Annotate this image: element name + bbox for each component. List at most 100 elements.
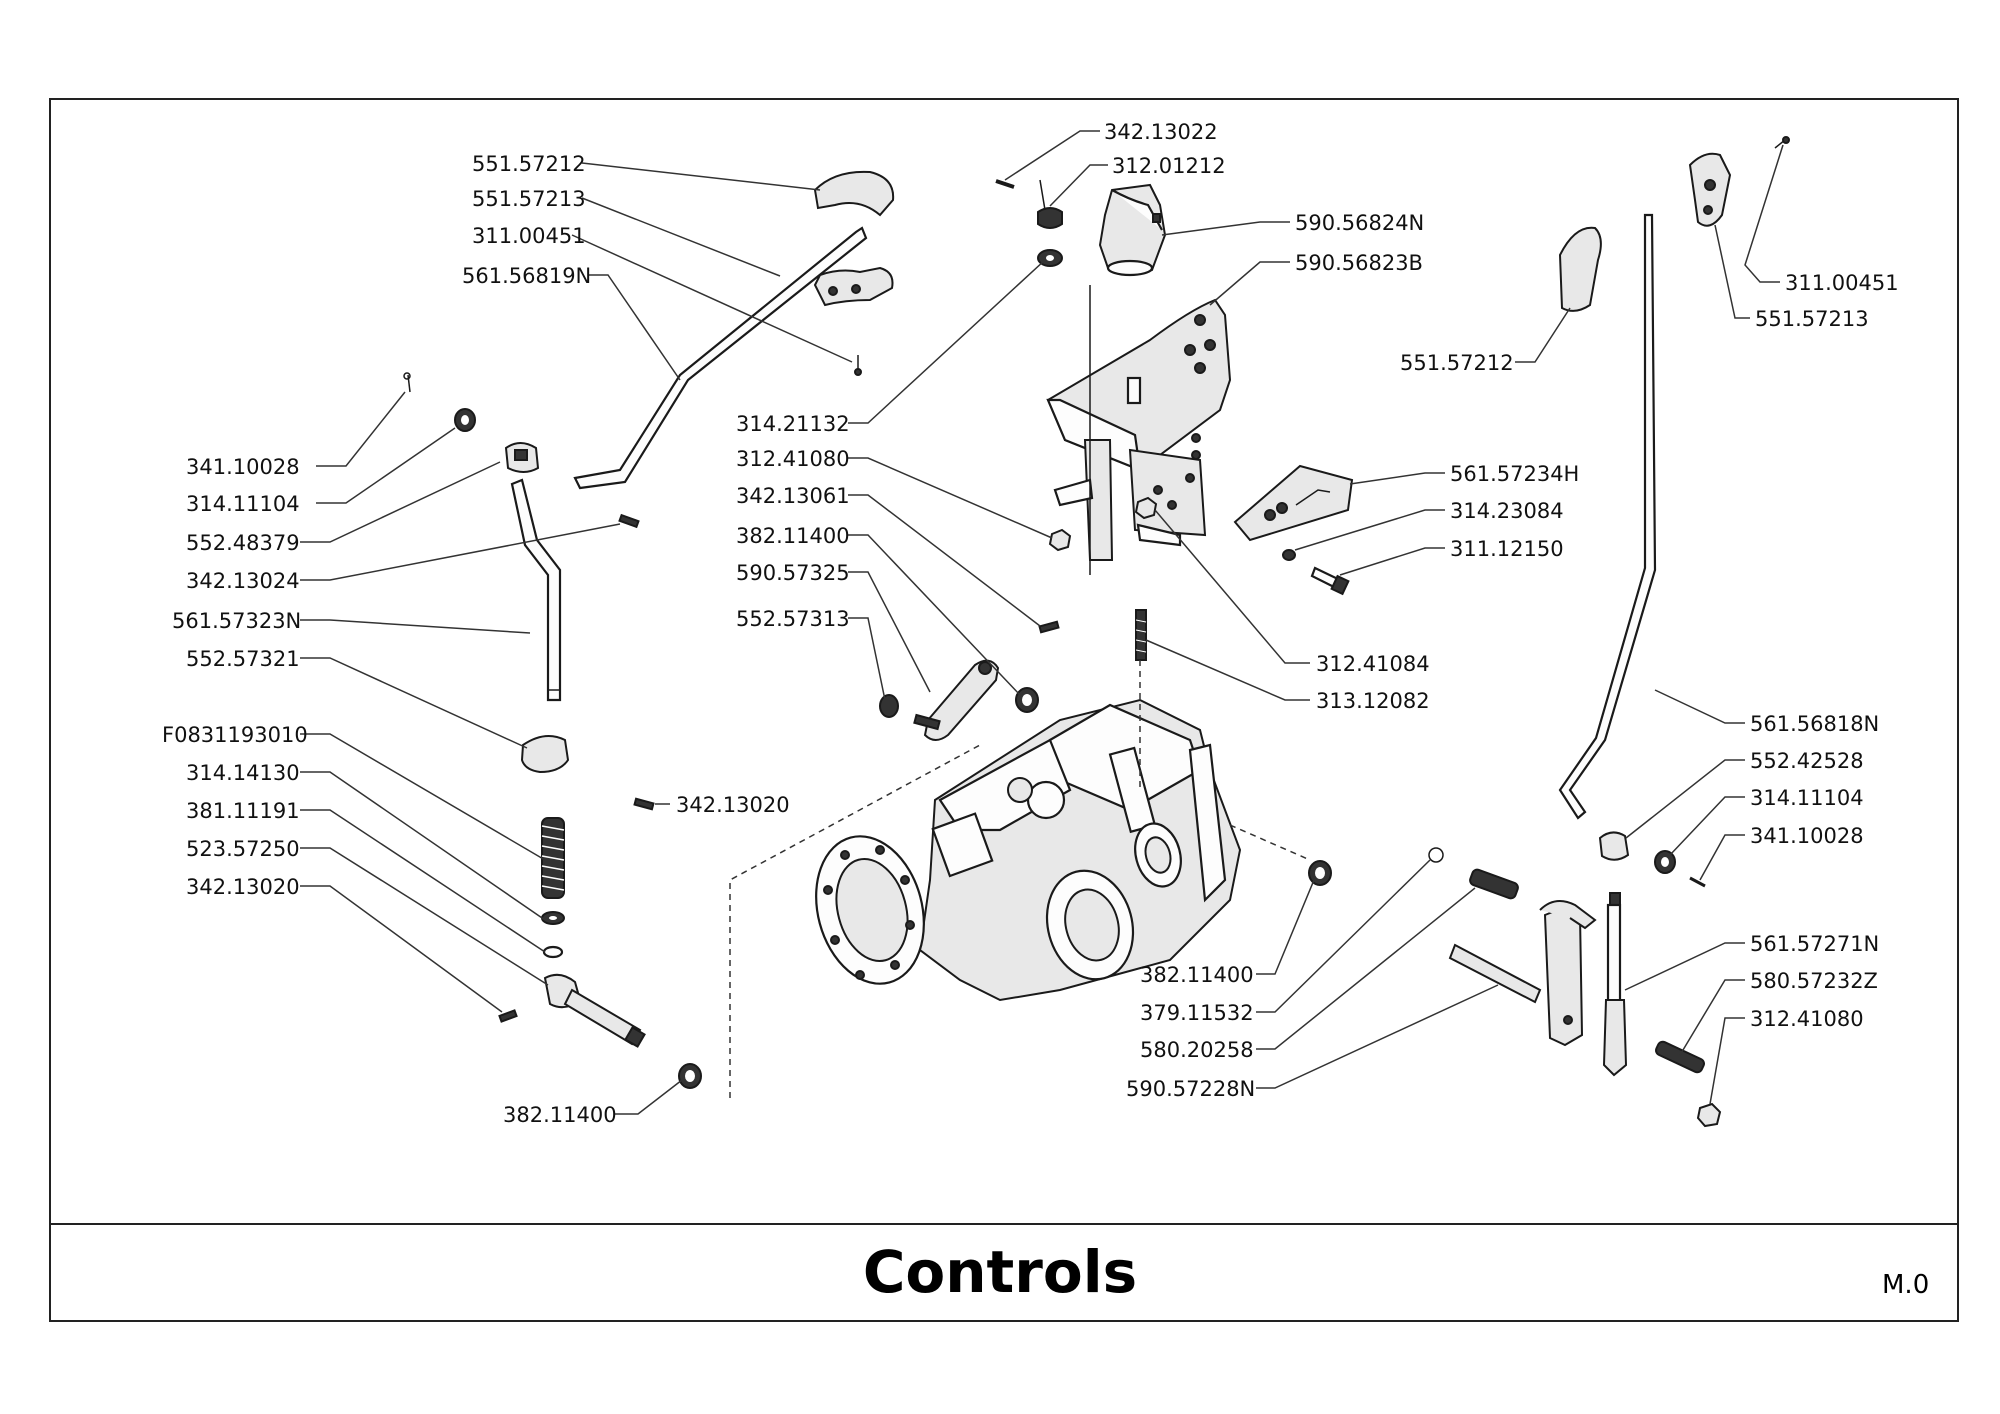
label-552-57321: 552.57321 [186, 647, 300, 671]
rod-561-57323N [510, 478, 562, 702]
knob-551-57212-left [813, 170, 895, 217]
seal-382-11400-right [1308, 860, 1332, 886]
label-341-10028-left: 341.10028 [186, 455, 300, 479]
pin-341-10028-right [1689, 876, 1706, 888]
label-551-57213-left: 551.57213 [472, 187, 586, 211]
drawing-frame [49, 98, 1959, 1322]
label-342-13024: 342.13024 [186, 569, 300, 593]
link-590-57325 [913, 659, 1000, 741]
plate-561-57234H [1233, 464, 1354, 542]
washer-314-23084 [1282, 549, 1296, 561]
shift-shaft-590-57228N [1448, 900, 1597, 1047]
pin-342-13061 [1038, 620, 1060, 634]
seal-382-11400-left [678, 1063, 702, 1089]
gearbox-housing [815, 698, 1242, 1002]
label-342-13020-mid: 342.13020 [676, 793, 790, 817]
label-314-11104-right: 314.11104 [1750, 786, 1864, 810]
knob-551-57212-right [1558, 226, 1602, 312]
shaft-523-57250 [543, 973, 646, 1048]
sheet-number: M.0 [1882, 1270, 1930, 1300]
label-561-57234H: 561.57234H [1450, 462, 1579, 486]
label-379-11532: 379.11532 [1140, 1001, 1254, 1025]
ring-381-11191 [542, 945, 564, 959]
support-590-56823B [1046, 298, 1232, 561]
lever-rod-561-56819N [573, 226, 868, 490]
label-580-57232Z: 580.57232Z [1750, 969, 1878, 993]
label-F0831193010: F0831193010 [162, 723, 308, 747]
label-590-57325: 590.57325 [736, 561, 850, 585]
label-312-01212: 312.01212 [1112, 154, 1226, 178]
label-561-56818N: 561.56818N [1750, 712, 1879, 736]
label-523-57250: 523.57250 [186, 837, 300, 861]
collar-552-48379 [504, 442, 540, 473]
label-590-56823B: 590.56823B [1295, 251, 1423, 275]
assembly-axis-lines [729, 179, 1311, 1098]
label-551-57212-right: 551.57212 [1400, 351, 1514, 375]
seal-382-11400-center [1015, 687, 1039, 713]
label-552-57313: 552.57313 [736, 607, 850, 631]
label-382-11400-right: 382.11400 [1140, 963, 1254, 987]
screw-311-00451-left [854, 355, 862, 376]
collar-552-42528 [1598, 831, 1630, 861]
label-314-23084: 314.23084 [1450, 499, 1564, 523]
pin-342-13024 [618, 513, 640, 529]
label-314-21132: 314.21132 [736, 412, 850, 436]
nut-312-41080-center [1048, 528, 1072, 552]
pin-341-10028-left [403, 372, 411, 393]
pin-342-13020-mid [633, 797, 655, 811]
title-block-divider [49, 1223, 1959, 1225]
pin-342-13022 [995, 179, 1015, 189]
label-314-11104-left: 314.11104 [186, 492, 300, 516]
leader-lines [300, 130, 1784, 1115]
label-590-57228N: 590.57228N [1126, 1077, 1255, 1101]
label-341-10028-right: 341.10028 [1750, 824, 1864, 848]
label-551-57213-right: 551.57213 [1755, 307, 1869, 331]
label-552-48379: 552.48379 [186, 531, 300, 555]
label-381-11191: 381.11191 [186, 799, 300, 823]
bushing-552-57313 [879, 694, 899, 718]
pin-342-13020-low [498, 1009, 518, 1023]
label-314-14130: 314.14130 [186, 761, 300, 785]
spring-580-57232Z [1655, 1040, 1705, 1074]
bushing-312-01212 [1037, 207, 1063, 267]
label-551-57212-left: 551.57212 [472, 152, 586, 176]
label-382-11400-center: 382.11400 [736, 524, 850, 548]
label-552-42528: 552.42528 [1750, 749, 1864, 773]
label-342-13061: 342.13061 [736, 484, 850, 508]
label-311-12150: 311.12150 [1450, 537, 1564, 561]
nut-312-41084 [1134, 496, 1158, 520]
label-311-00451-right: 311.00451 [1785, 271, 1899, 295]
label-561-56819N: 561.56819N [462, 264, 591, 288]
washer-314-11104-right [1654, 850, 1676, 874]
screw-311-00451-right [1774, 136, 1790, 149]
ball-379-11532 [1428, 847, 1444, 863]
clamp-551-57213-right [1688, 152, 1732, 227]
clamp-551-57213-left [813, 266, 894, 307]
label-312-41080-center: 312.41080 [736, 447, 850, 471]
nut-312-41080-right [1696, 1102, 1722, 1128]
spring-F0831193010 [541, 817, 565, 899]
washer-314-14130 [541, 911, 565, 925]
part-labels: 551.57212 551.57213 311.00451 561.56819N… [162, 120, 1899, 1127]
bracket-590-56824N [1098, 183, 1167, 277]
label-312-41080-right: 312.41080 [1750, 1007, 1864, 1031]
label-561-57271N: 561.57271N [1750, 932, 1879, 956]
label-312-41084: 312.41084 [1316, 652, 1430, 676]
rod-561-57271N [1602, 892, 1628, 1077]
stud-313-12082 [1135, 609, 1147, 661]
label-382-11400-left: 382.11400 [503, 1103, 617, 1127]
washer-314-11104-left [454, 408, 476, 432]
bolt-311-12150 [1310, 566, 1350, 596]
label-580-20258: 580.20258 [1140, 1038, 1254, 1062]
label-561-57323N: 561.57323N [172, 609, 301, 633]
lever-rod-561-56818N [1558, 213, 1657, 820]
page-title: Controls [862, 1238, 1138, 1306]
label-313-12082: 313.12082 [1316, 689, 1430, 713]
label-590-56824N: 590.56824N [1295, 211, 1424, 235]
spring-580-20258 [1469, 868, 1519, 900]
label-311-00451-left: 311.00451 [472, 224, 586, 248]
label-342-13020-left: 342.13020 [186, 875, 300, 899]
label-342-13022: 342.13022 [1104, 120, 1218, 144]
knob-552-57321 [520, 735, 570, 774]
